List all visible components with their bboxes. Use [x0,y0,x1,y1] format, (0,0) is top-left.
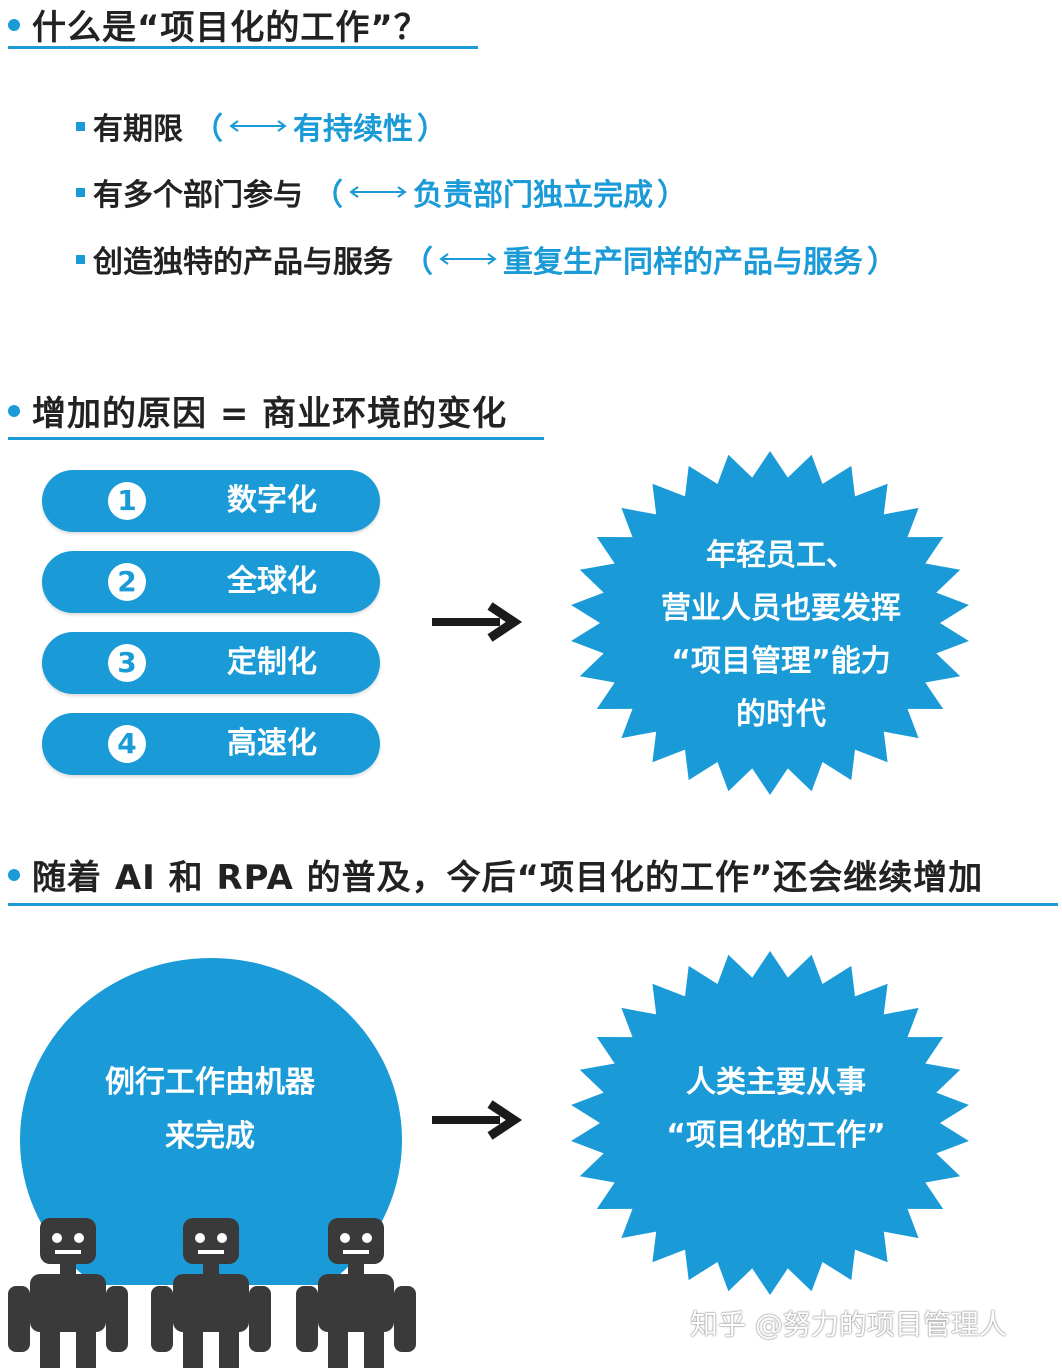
bullet-square-icon [76,121,85,131]
item-text: 有期限 [93,112,183,147]
item-text: 创造独特的产品与服务 [93,245,393,280]
opposite-text: 有持续性 [293,112,413,147]
pill-number-badge: 2 [108,563,146,601]
circle-line: 例行工作由机器 [105,1065,315,1100]
burst-line: 的时代 [736,697,826,732]
pill-number-badge: 4 [108,725,146,763]
list-item: 有期限 （ 有持续性 ） [76,104,447,148]
opposite-text: 负责部门独立完成 [413,178,653,213]
section-heading-reasons: 增加的原因 = 商业环境的变化 [8,386,507,435]
robot-icon [151,1218,271,1368]
pill-label: 全球化 [227,564,317,599]
reason-pill-speed: 4 高速化 [42,713,380,775]
list-item: 有多个部门参与 （ 负责部门独立完成 ） [76,170,687,214]
circle-text: 例行工作由机器 来完成 [40,1056,380,1164]
section-title: 增加的原因 = 商业环境的变化 [32,394,508,434]
starburst-result-bottom [571,951,969,1295]
heading-dot-icon [8,404,20,417]
robot-icon [296,1218,416,1368]
open-paren: （ [193,112,223,147]
double-arrow-icon [229,120,287,132]
heading-dot-icon [8,868,20,881]
starburst-shape [571,951,969,1295]
reason-pill-custom: 3 定制化 [42,632,380,694]
bullet-square-icon [76,254,85,264]
reason-pill-global: 2 全球化 [42,551,380,613]
robot-icon [8,1218,128,1368]
pill-number-badge: 1 [108,482,146,520]
pill-label: 定制化 [227,645,317,680]
right-arrow-icon [432,602,523,642]
heading-underline [8,903,1058,906]
reason-pill-digital: 1 数字化 [42,470,380,532]
starburst-result-top [571,451,969,795]
double-arrow-icon [349,186,407,198]
open-paren: （ [313,178,343,213]
burst-line: “项目化的工作” [666,1118,886,1153]
close-paren: ） [417,112,447,147]
heading-underline [8,46,478,49]
opposite-text: 重复生产同样的产品与服务 [503,245,863,280]
burst-line: 营业人员也要发挥 [661,591,901,626]
burst-line: 人类主要从事 [686,1065,866,1100]
open-paren: （ [403,245,433,280]
burst-line: 年轻员工、 [706,538,856,573]
burst-line: “项目管理”能力 [671,644,891,679]
item-text: 有多个部门参与 [93,178,303,213]
section-title: 什么是“项目化的工作”？ [32,8,429,48]
heading-dot-icon [8,18,20,31]
right-arrow-icon [432,1100,523,1140]
pill-label: 高速化 [227,726,317,761]
section-heading-ai-rpa: 随着 AI 和 RPA 的普及，今后“项目化的工作”还会继续增加 [8,850,983,899]
burst-text: 人类主要从事 “项目化的工作” [566,1056,986,1162]
circle-line: 来完成 [165,1119,255,1154]
pill-label: 数字化 [227,483,317,518]
close-paren: ） [867,245,897,280]
machine-circle [20,958,402,1285]
section-heading-definition: 什么是“项目化的工作”？ [8,0,429,49]
starburst-shape [571,451,969,795]
bullet-square-icon [76,187,85,197]
watermark-text: 知乎 @努力的项目管理人 [690,1308,1007,1341]
close-paren: ） [657,178,687,213]
pill-number-badge: 3 [108,644,146,682]
list-item: 创造独特的产品与服务 （ 重复生产同样的产品与服务 ） [76,237,897,281]
section-title: 随着 AI 和 RPA 的普及，今后“项目化的工作”还会继续增加 [32,858,984,898]
double-arrow-icon [439,253,497,265]
robots-illustration [8,1218,416,1368]
heading-underline [8,437,544,440]
burst-text: 年轻员工、 营业人员也要发挥 “项目管理”能力 的时代 [566,529,996,741]
